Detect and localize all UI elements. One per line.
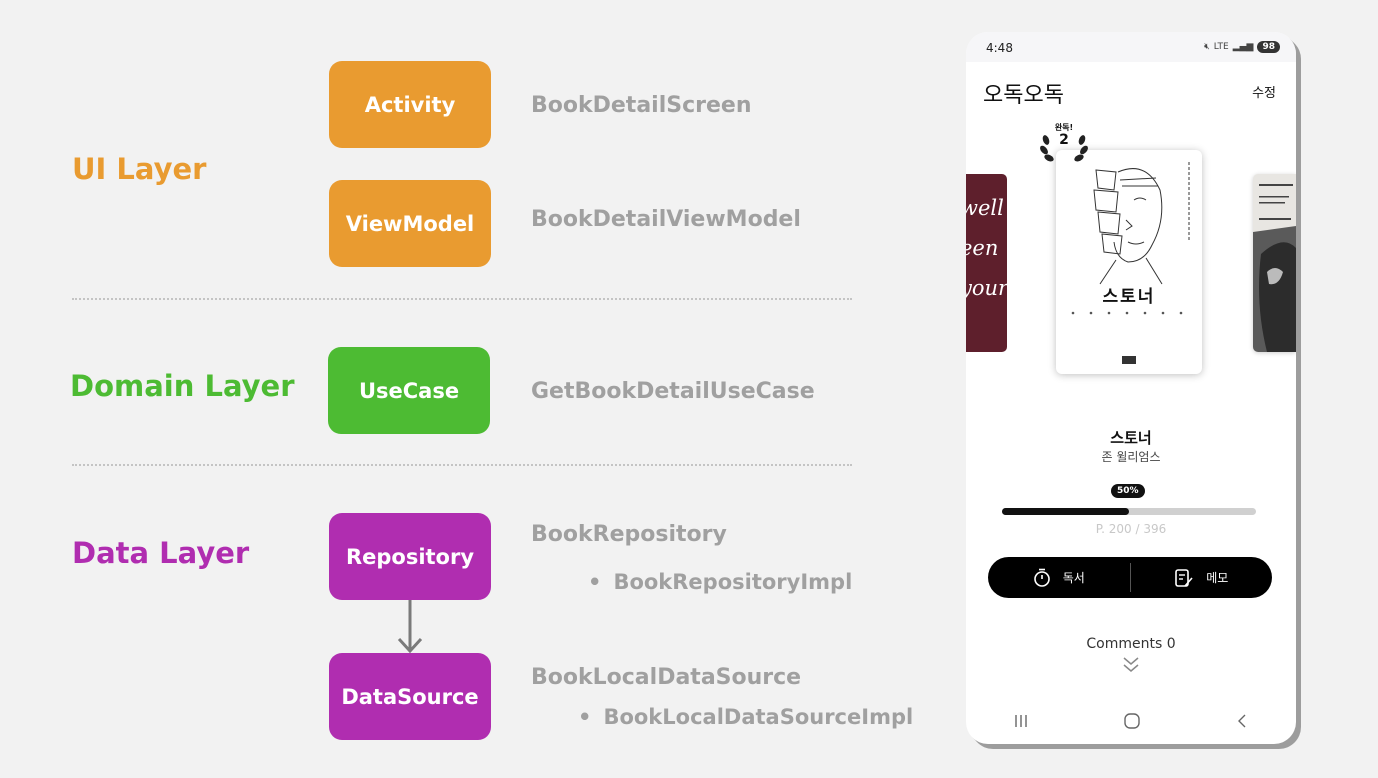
- impl-repository-sub: BookRepositoryImpl: [588, 570, 852, 594]
- impl-activity: BookDetailScreen: [531, 93, 752, 118]
- book-author: 존 윌리엄스: [1101, 450, 1161, 464]
- edit-button[interactable]: 수정: [1252, 86, 1276, 101]
- layer-divider-2: [72, 464, 852, 466]
- datasource-box: DataSource: [329, 653, 491, 740]
- cover-face-illustration: [1093, 168, 1163, 285]
- completion-badge: 완독! 2: [1038, 120, 1090, 166]
- laurel-wreath-icon: [1040, 135, 1088, 162]
- cover-dots: [1071, 311, 1183, 315]
- badge-count: 2: [1059, 132, 1069, 148]
- progress-percent-badge: 50%: [1111, 484, 1145, 498]
- impl-datasource: BookLocalDataSource: [531, 665, 802, 690]
- phone-screenshot: 4:48 🔇︎ LTE ▂▄▆ 98 오독오독 수정 well een your…: [966, 32, 1296, 744]
- activity-box: Activity: [329, 61, 491, 148]
- previous-book-cover[interactable]: well een your l: [966, 174, 1007, 352]
- next-book-cover[interactable]: [1253, 174, 1296, 352]
- repository-box: Repository: [329, 513, 491, 600]
- reading-progress-bar[interactable]: [1002, 508, 1256, 515]
- home-icon[interactable]: [1123, 712, 1141, 730]
- signal-icon: ▂▄▆: [1232, 42, 1254, 52]
- action-bar: 독서 메모: [988, 557, 1272, 598]
- layer-divider-1: [72, 298, 852, 300]
- status-time: 4:48: [986, 41, 1013, 55]
- layer-label-ui: UI Layer: [72, 152, 207, 186]
- repository-to-datasource-arrow: [397, 600, 423, 654]
- badge-label: 완독!: [1054, 123, 1074, 132]
- recent-apps-icon[interactable]: [1013, 714, 1029, 728]
- network-label: LTE: [1213, 42, 1229, 52]
- previous-book-text: well een your l: [966, 196, 1007, 340]
- impl-viewmodel: BookDetailViewModel: [531, 207, 801, 232]
- impl-datasource-sub: BookLocalDataSourceImpl: [578, 705, 913, 729]
- impl-repository: BookRepository: [531, 522, 727, 547]
- viewmodel-box: ViewModel: [329, 180, 491, 267]
- layer-label-domain: Domain Layer: [70, 369, 295, 403]
- usecase-box: UseCase: [328, 347, 490, 434]
- cover-side-text-decoration: [1188, 162, 1190, 242]
- system-navigation-bar: [966, 698, 1296, 744]
- reading-button[interactable]: 독서: [988, 557, 1130, 598]
- mute-icon: 🔇︎: [1204, 42, 1210, 52]
- book-title: 스토너: [1110, 429, 1152, 447]
- comments-toggle[interactable]: Comments 0: [1086, 636, 1176, 652]
- publisher-logo-icon: [1122, 356, 1136, 364]
- status-icons: 🔇︎ LTE ▂▄▆ 98: [1204, 41, 1280, 53]
- layer-label-data: Data Layer: [72, 536, 250, 570]
- next-book-illustration: [1253, 184, 1296, 352]
- reading-progress-fill: [1002, 508, 1129, 515]
- cover-title-text: 스토너: [1102, 287, 1156, 307]
- battery-icon: 98: [1257, 41, 1280, 53]
- impl-usecase: GetBookDetailUseCase: [531, 379, 815, 404]
- progress-pages: P. 200 / 396: [1095, 522, 1167, 536]
- chevron-down-icon[interactable]: [1121, 656, 1141, 674]
- memo-button[interactable]: 메모: [1131, 557, 1273, 598]
- memo-button-label: 메모: [1206, 571, 1229, 585]
- back-icon[interactable]: [1235, 713, 1249, 729]
- stopwatch-icon: [1033, 568, 1050, 587]
- memo-icon: [1175, 568, 1193, 587]
- reading-button-label: 독서: [1062, 571, 1085, 585]
- app-title: 오독오독: [983, 83, 1064, 108]
- status-bar: 4:48 🔇︎ LTE ▂▄▆ 98: [966, 32, 1296, 62]
- current-book-cover[interactable]: 스토너: [1056, 150, 1202, 374]
- action-separator: [1129, 563, 1131, 592]
